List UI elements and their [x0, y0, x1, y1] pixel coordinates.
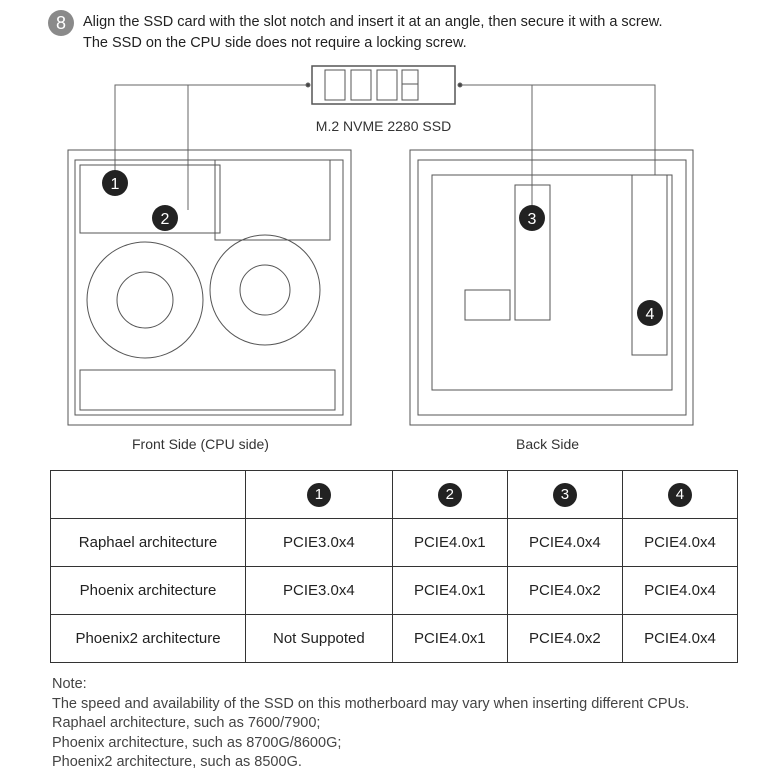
table-cell: PCIE4.0x2 [506, 614, 623, 663]
ssd-label: M.2 NVME 2280 SSD [315, 118, 452, 134]
table-row: Raphael architecture PCIE3.0x4 PCIE4.0x1… [50, 518, 739, 567]
slot-number: 4 [667, 482, 692, 507]
table-row: Phoenix2 architecture Not Suppoted PCIE4… [50, 614, 739, 663]
table-cell: PCIE4.0x1 [391, 566, 508, 615]
header-cell: 1 [245, 470, 393, 519]
back-side-chassis [409, 149, 694, 426]
table-cell: PCIE4.0x4 [621, 518, 739, 567]
table-cell: PCIE3.0x4 [245, 566, 393, 615]
table-cell: PCIE4.0x4 [621, 566, 739, 615]
header-cell [50, 470, 246, 519]
header-cell: 2 [391, 470, 508, 519]
note-line: Raphael architecture, such as 7600/7900; [52, 715, 321, 731]
note-line: The speed and availability of the SSD on… [52, 695, 690, 712]
table-cell: PCIE4.0x4 [506, 518, 623, 567]
table-row: Phoenix architecture PCIE3.0x4 PCIE4.0x1… [50, 566, 739, 615]
ssd-speed-table: 1 2 3 4 Raphael architecture PCIE3.0x4 P… [50, 470, 739, 663]
leader-lines [114, 82, 656, 210]
header-cell: 3 [506, 470, 623, 519]
slot-number: 1 [306, 482, 331, 507]
note-section: Note: The speed and availability of the … [52, 675, 689, 773]
back-side-label: Back Side [516, 436, 580, 452]
instruction-line: The SSD on the CPU side does not require… [83, 35, 467, 51]
marker-4: 4 [646, 306, 655, 323]
note-line: Phoenix architecture, such as 8700G/8600… [52, 734, 342, 751]
table-cell: PCIE3.0x4 [245, 518, 393, 567]
ssd-installation-diagram: 1 2 3 4 [67, 65, 694, 426]
front-side-label: Front Side (CPU side) [132, 436, 269, 452]
slot-number: 3 [552, 482, 577, 507]
marker-1: 1 [111, 176, 120, 193]
table-cell: Raphael architecture [50, 518, 246, 567]
marker-2: 2 [161, 211, 170, 228]
table-cell: Not Suppoted [245, 614, 393, 663]
table-header-row: 1 2 3 4 [50, 470, 739, 519]
front-side-chassis [67, 149, 352, 426]
table-cell: PCIE4.0x4 [621, 614, 739, 663]
table-cell: PCIE4.0x1 [391, 518, 508, 567]
ssd-card-illustration [311, 65, 456, 105]
header-cell: 4 [621, 470, 739, 519]
note-title: Note: [52, 676, 87, 692]
table-cell: PCIE4.0x1 [391, 614, 508, 663]
step-instructions: Align the SSD card with the slot notch a… [83, 12, 663, 54]
slot-markers [102, 170, 663, 326]
note-line: Phoenix2 architecture, such as 8500G. [52, 754, 302, 770]
table-cell: Phoenix2 architecture [50, 614, 246, 663]
table-cell: Phoenix architecture [50, 566, 246, 615]
instruction-line: Align the SSD card with the slot notch a… [83, 14, 663, 30]
step-number-badge: 8 [48, 10, 74, 36]
marker-3: 3 [528, 211, 537, 228]
table-cell: PCIE4.0x2 [506, 566, 623, 615]
slot-number: 2 [437, 482, 462, 507]
